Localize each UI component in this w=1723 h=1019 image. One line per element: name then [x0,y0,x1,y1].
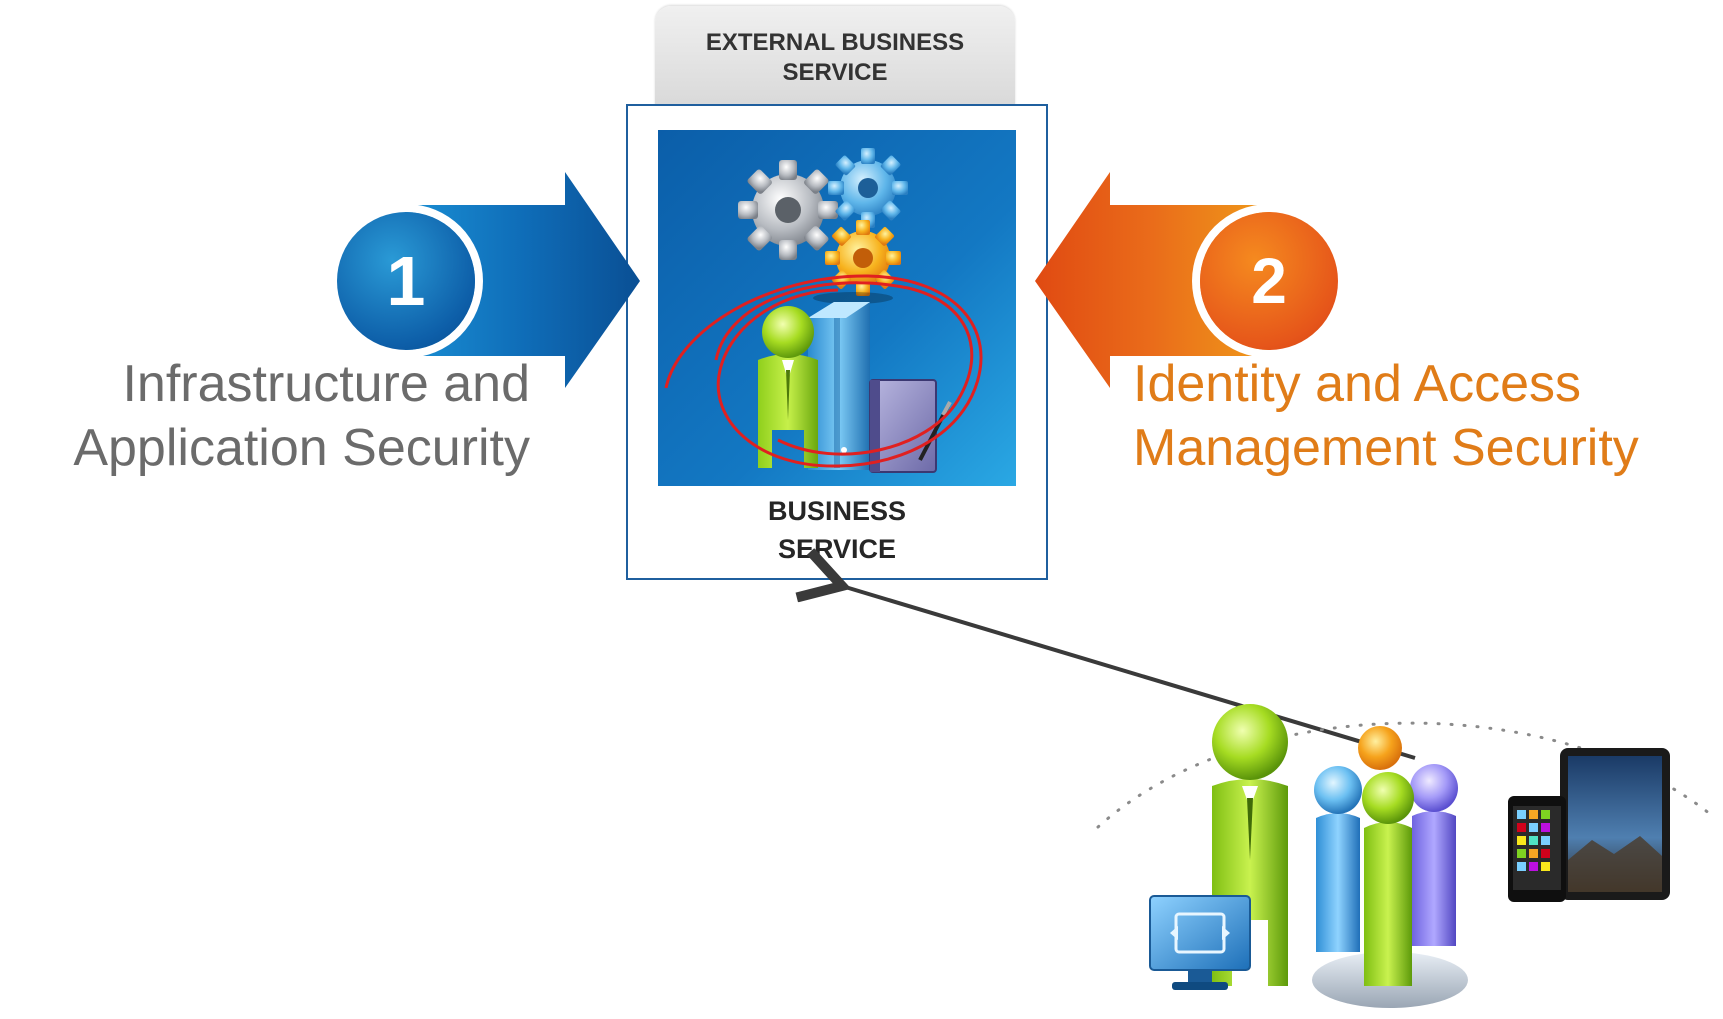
step-2-label-line1: Identity and Access [1133,355,1582,413]
users-group-icon [1312,726,1468,1008]
business-service-panel [658,130,1016,486]
server-icon [808,302,870,470]
step-2-label-line2: Management Security [1133,419,1639,477]
step-1-label: Infrastructure and Application Security [0,352,530,480]
step-1-badge: 1 [337,212,475,350]
monitor-icon [1149,895,1251,990]
external-service-label-line1: EXTERNAL BUSINESS [705,29,965,56]
gears-icon [738,148,908,304]
step-1-label-line1: Infrastructure and [122,355,530,413]
arrow-infrastructure-security [405,172,640,388]
step-2-label: Identity and Access Management Security [1133,352,1723,480]
business-user-icon [758,306,818,468]
external-service-tab [655,6,1015,106]
external-service-label-line2: SERVICE [782,59,888,86]
external-service-label: EXTERNAL BUSINESS SERVICE [655,28,1015,88]
highlight-circle [664,274,983,468]
step-2-badge: 2 [1200,212,1338,350]
mobile-devices-icon [1508,748,1670,902]
arrow-identity-access-security [1035,172,1270,388]
users-devices-illustration [1149,704,1670,1008]
users-connector-line [842,586,1416,760]
business-service-label-line1: BUSINESS [767,496,907,526]
step-1-label-line2: Application Security [73,419,530,477]
